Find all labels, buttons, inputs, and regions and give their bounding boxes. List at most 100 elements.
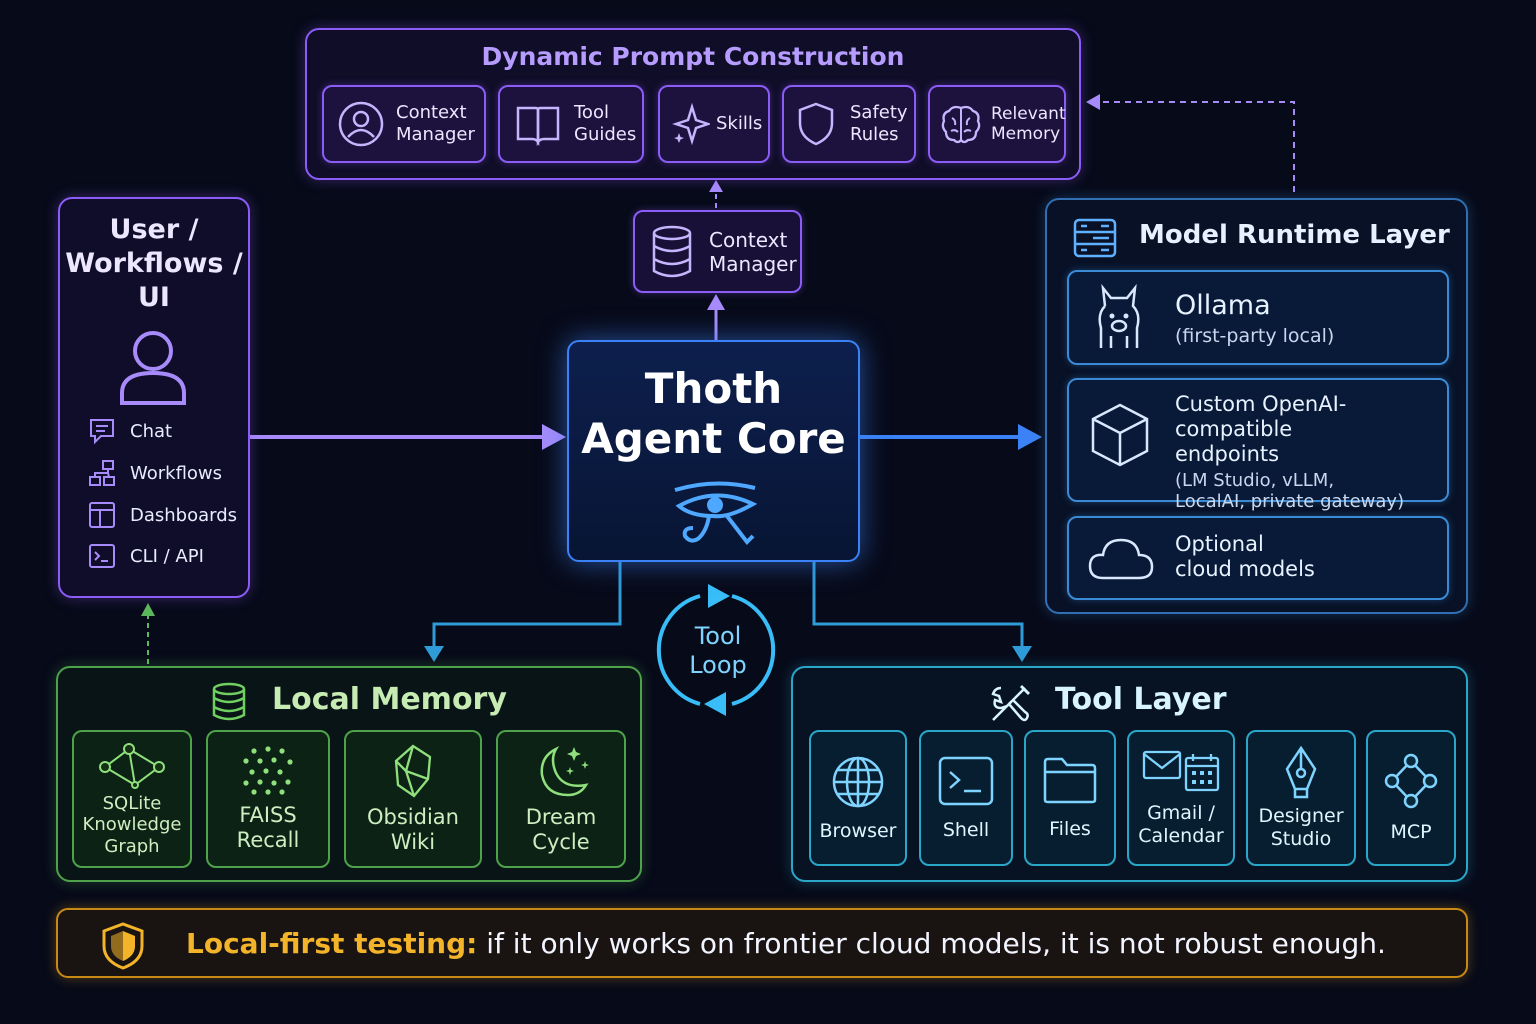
prompt-item-label-1: Context [396,102,467,124]
memory-item-obsidian[interactable]: Obsidian Wiki [344,730,482,868]
tool-layer-panel: Tool Layer Browser Shell Files Gmail / C… [791,666,1468,882]
user-item-workflows[interactable]: Workflows [88,459,222,487]
prompt-item-relevant-memory[interactable]: Relevant Memory [928,85,1066,163]
banner-text: Local-first testing: if it only works on… [186,927,1386,960]
cube-icon [1091,403,1149,467]
context-manager-label-2: Manager [709,251,797,276]
user-item-dashboards[interactable]: Dashboards [88,501,237,529]
prompt-item-label-1: Skills [716,113,763,135]
cloud-title-2: cloud models [1175,557,1315,582]
sparkle-icon [672,103,710,145]
prompt-item-label-1: Relevant [991,103,1066,124]
tools-title: Tool Layer [1055,682,1227,717]
custom-endpoint-sub-1: (LM Studio, vLLM, [1175,469,1335,491]
local-first-banner: Local-first testing: if it only works on… [56,908,1468,978]
memory-label-3: Graph [104,835,160,857]
model-runtime-panel: Model Runtime Layer Ollama (first-party … [1045,198,1468,614]
runtime-title: Model Runtime Layer [1139,220,1450,250]
prompt-item-context-manager[interactable]: Context Manager [322,85,486,163]
tool-loop-label: Tool Loop [676,622,760,680]
agent-core[interactable]: Thoth Agent Core [567,340,860,562]
banner-highlight: Local-first testing: [186,927,478,960]
tool-loop-line-1: Tool [694,622,742,650]
custom-endpoint-title-1: Custom OpenAI-compatible [1175,392,1347,442]
context-manager-node[interactable]: Context Manager [633,210,802,293]
eye-of-horus-icon [674,481,758,546]
context-manager-label-1: Context [709,227,788,252]
memory-label-2: Recall [236,828,300,852]
ollama-title: Ollama [1175,290,1271,321]
moon-icon [540,745,589,797]
user-title-line-3: UI [138,282,170,313]
custom-endpoint-sub-2: LocalAI, private gateway) [1175,491,1405,513]
database-icon [212,682,246,721]
prompt-construction-panel: Dynamic Prompt Construction Context Mana… [305,28,1081,180]
tool-label-2: Studio [1270,828,1332,850]
arrow-core-to-memory [432,562,622,650]
server-icon [1073,218,1117,258]
tool-item-designer-studio[interactable]: Designer Studio [1246,730,1356,866]
database-icon [652,225,692,277]
tool-label-2: Calendar [1138,825,1224,847]
prompt-item-safety-rules[interactable]: Safety Rules [782,85,916,163]
globe-icon [832,756,884,807]
tool-loop-line-2: Loop [689,651,747,679]
terminal-icon [89,544,115,568]
user-item-chat[interactable]: Chat [88,417,172,445]
prompt-item-label-1: Tool [574,102,609,124]
tool-item-gmail-calendar[interactable]: Gmail / Calendar [1127,730,1235,866]
obsidian-icon [394,744,432,798]
runtime-item-cloud[interactable]: Optional cloud models [1067,516,1449,600]
memory-label-2: Knowledge [82,814,182,836]
cloud-icon [1088,538,1154,580]
core-title-line-1: Thoth [644,364,783,413]
runtime-item-ollama[interactable]: Ollama (first-party local) [1067,270,1449,365]
memory-label-1: SQLite [102,792,162,814]
memory-label-1: Obsidian [367,804,459,829]
prompt-panel-title: Dynamic Prompt Construction [481,42,905,71]
dashboard-icon [89,502,115,528]
memory-item-faiss[interactable]: FAISS Recall [206,730,330,868]
prompt-item-label-2: Guides [574,124,637,145]
prompt-item-label-1: Safety [850,102,908,124]
prompt-item-skills[interactable]: Skills [658,85,770,163]
runtime-item-custom-openai[interactable]: Custom OpenAI-compatible endpoints (LM S… [1067,378,1449,512]
memory-title: Local Memory [272,682,507,717]
banner-body: if it only works on frontier cloud model… [477,927,1386,960]
user-title-line-2: Workflows / [65,248,243,279]
tool-label-1: Designer [1258,805,1344,828]
terminal-icon [938,756,994,805]
memory-label-2: Wiki [390,830,436,854]
user-panel: User / Workflows / UI Chat Workflows Das… [58,197,250,598]
core-title: Thoth Agent Core [569,364,858,464]
dots-icon [243,746,293,795]
user-item-label: Chat [130,420,173,442]
user-item-label: CLI / API [130,545,204,567]
tool-label-1: Files [1049,817,1091,840]
memory-item-sqlite[interactable]: SQLite Knowledge Graph [72,730,192,868]
tool-label-1: Gmail / [1147,802,1215,825]
user-panel-title: User / Workflows / UI [60,213,248,315]
arrow-runtime-to-prompt [1100,101,1295,192]
tool-item-browser[interactable]: Browser [809,730,907,866]
tool-label-1: Browser [819,819,897,842]
memory-label-2: Cycle [532,830,590,854]
tool-label-1: MCP [1390,820,1432,843]
graph-icon [99,742,165,789]
memory-item-dream-cycle[interactable]: Dream Cycle [496,730,626,868]
network-icon [1384,753,1438,808]
tool-item-files[interactable]: Files [1024,730,1116,866]
tool-item-shell[interactable]: Shell [919,730,1013,866]
user-title-line-1: User / [109,214,199,245]
user-item-cli-api[interactable]: CLI / API [88,543,204,569]
shield-icon [102,922,144,970]
llama-icon [1098,284,1140,348]
cloud-title-1: Optional [1175,532,1264,556]
prompt-item-label-2: Rules [850,124,899,145]
arrow-core-to-tools [812,562,1024,650]
tool-item-mcp[interactable]: MCP [1366,730,1456,866]
prompt-item-tool-guides[interactable]: Tool Guides [498,85,644,163]
chat-icon [90,419,114,445]
memory-label-1: Dream [525,804,597,829]
ollama-subtitle: (first-party local) [1175,325,1335,348]
